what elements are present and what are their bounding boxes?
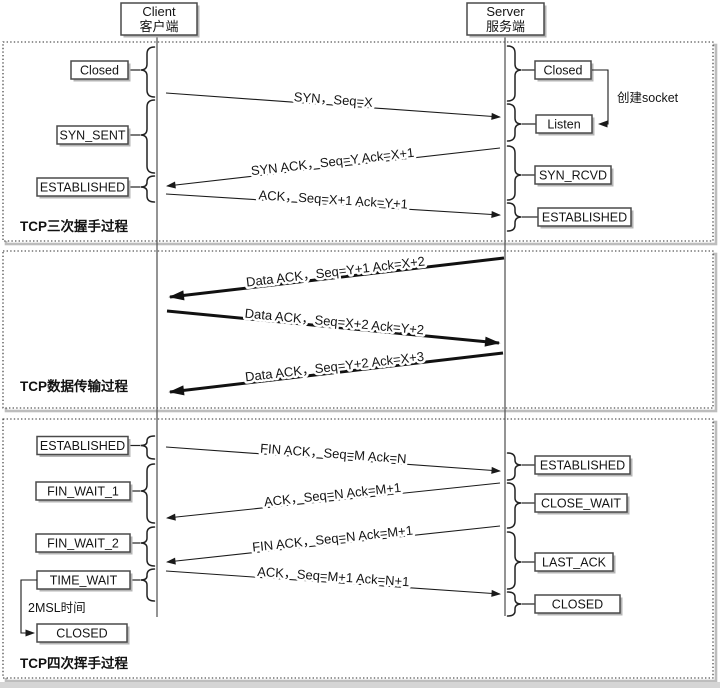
server-state-close-wait: CLOSE_WAIT [534, 493, 630, 515]
server-state-established-1: ESTABLISHED [537, 207, 634, 229]
section-title-handshake: TCP三次握手过程 [20, 218, 128, 234]
state-label: Closed [80, 64, 119, 78]
state-box [534, 455, 631, 475]
message-arrow-data-2 [166, 309, 501, 347]
server-header: Server 服务端 [466, 2, 547, 38]
message-arrow-fin-ack-2 [166, 525, 501, 565]
brace [140, 463, 156, 524]
brace [140, 99, 156, 174]
server-name: Server [486, 4, 525, 19]
state-label: FIN_WAIT_1 [47, 485, 119, 499]
state-box [534, 493, 628, 513]
state-label: ESTABLISHED [542, 211, 627, 225]
message-arrow-fin-ack-1 [165, 446, 501, 474]
brace [140, 46, 156, 98]
brace [140, 175, 156, 203]
brace [506, 145, 522, 201]
state-box [535, 114, 593, 134]
state-label: LAST_ACK [542, 556, 607, 570]
message-arrow-ack [165, 193, 501, 218]
state-label: CLOSED [56, 627, 107, 641]
brace [140, 568, 156, 602]
client-state-closed-final: CLOSED [36, 623, 130, 645]
state-label: CLOSED [552, 598, 603, 612]
server-state-established-2: ESTABLISHED [534, 455, 633, 477]
server-name-zh: 服务端 [486, 19, 525, 34]
brace [140, 526, 156, 567]
server-state-closed: Closed [534, 60, 594, 82]
brace [506, 103, 522, 142]
footer-strip [0, 682, 720, 688]
brace [506, 531, 522, 590]
message-arrow-data-3 [168, 351, 504, 396]
message-arrow-syn [165, 92, 501, 120]
client-header-box [120, 2, 198, 36]
msl-arrow [20, 579, 37, 637]
state-box [534, 165, 612, 185]
client-state-syn-sent: SYN_SENT [56, 125, 131, 147]
brace [506, 45, 522, 102]
section-title-teardown: TCP四次挥手过程 [20, 655, 128, 671]
state-label: Listen [547, 118, 580, 132]
client-state-fin-wait-2: FIN_WAIT_2 [35, 533, 133, 555]
state-label: ESTABLISHED [540, 459, 625, 473]
state-box [36, 177, 129, 197]
create-socket-label: 创建socket [617, 91, 679, 105]
message-arrow-ack-2 [166, 482, 501, 521]
server-header-box [466, 2, 545, 36]
client-state-established-2: ESTABLISHED [36, 435, 131, 457]
state-box [36, 623, 128, 643]
server-state-listen: Listen [535, 114, 595, 136]
server-state-syn-rcvd: SYN_RCVD [534, 165, 614, 187]
server-state-last-ack: LAST_ACK [534, 552, 616, 574]
state-label: FIN_WAIT_2 [47, 537, 119, 551]
state-label: CLOSE_WAIT [541, 497, 621, 511]
create-socket-arrow [592, 69, 609, 128]
message-arrow-data-1 [168, 256, 505, 301]
section-title-data: TCP数据传输过程 [20, 378, 128, 394]
brace [506, 482, 522, 529]
state-box [56, 125, 129, 145]
message-arrow-ack-3 [165, 570, 501, 597]
message-arrow-syn-ack [166, 147, 501, 189]
client-header: Client 客户端 [120, 2, 200, 38]
state-label: Closed [544, 64, 583, 78]
state-box [36, 435, 129, 456]
client-state-closed: Closed [70, 60, 131, 82]
client-state-fin-wait-1: FIN_WAIT_1 [35, 481, 133, 503]
client-state-established-1: ESTABLISHED [36, 177, 131, 199]
brace [140, 435, 156, 460]
brace [506, 591, 522, 617]
state-label: SYN_RCVD [539, 169, 607, 183]
state-label: TIME_WAIT [50, 574, 118, 588]
state-label: SYN_SENT [60, 129, 126, 143]
server-state-closed-final: CLOSED [534, 594, 623, 616]
state-box [534, 552, 614, 572]
state-box [35, 533, 131, 553]
brace [506, 202, 522, 232]
state-label: ESTABLISHED [40, 439, 125, 453]
brace [506, 452, 522, 481]
state-box [35, 481, 131, 501]
state-box [534, 594, 621, 614]
state-box [537, 207, 632, 227]
client-name-zh: 客户端 [139, 19, 178, 34]
state-box [534, 60, 592, 80]
client-name: Client [142, 4, 176, 19]
msl-label: 2MSL时间 [28, 601, 86, 615]
client-state-time-wait: TIME_WAIT [36, 570, 133, 592]
state-label: ESTABLISHED [40, 181, 125, 195]
state-box [70, 60, 129, 80]
